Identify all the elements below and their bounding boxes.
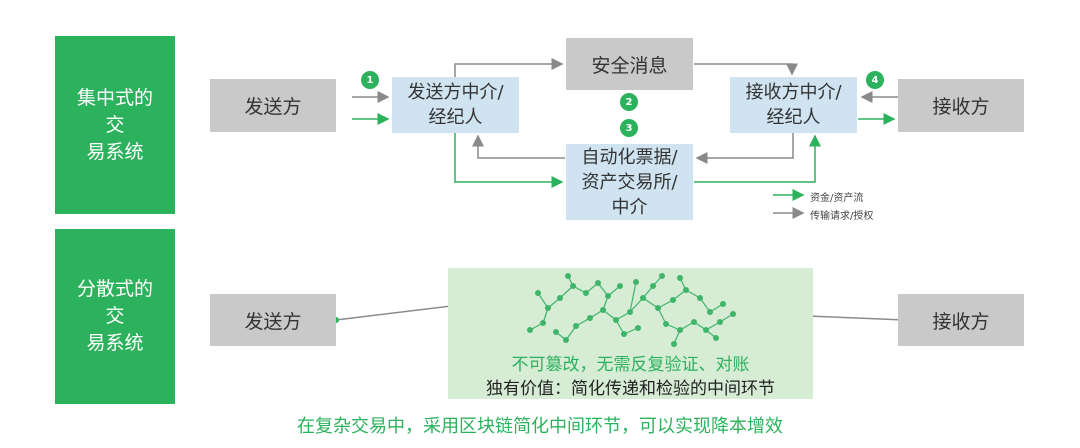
blockchain-network-panel: 不可篡改，无需反复验证、对账 独有价值：简化传递和检验的中间环节 bbox=[448, 268, 813, 399]
step-badge-4: 4 bbox=[866, 71, 884, 89]
decentralized-section-label: 分散式的交 易系统 bbox=[55, 229, 175, 404]
conclusion-text: 在复杂交易中，采用区块链简化中间环节，可以实现降本增效 bbox=[297, 416, 783, 437]
step-badge-3: 3 bbox=[620, 119, 638, 137]
asset-arrow-clearing-to-receiver-broker bbox=[694, 134, 821, 183]
request-arrow-clearing-to-sender-broker bbox=[472, 134, 565, 159]
request-arrow-security-in bbox=[454, 58, 564, 77]
unique-value-text: 独有价值：简化传递和检验的中间环节 bbox=[486, 379, 775, 399]
request-arrow-security-out bbox=[694, 63, 798, 76]
decentral-sender-box: 发送方 bbox=[210, 294, 336, 346]
asset-arrow-sender-broker-to-clearing bbox=[454, 132, 564, 188]
tamper-proof-text: 不可篡改，无需反复验证、对账 bbox=[511, 355, 750, 375]
step-badge-1: 1 bbox=[361, 71, 379, 89]
step-badge-2: 2 bbox=[620, 93, 638, 111]
security-message-box: 安全消息 bbox=[566, 38, 693, 90]
network-graph bbox=[527, 273, 736, 347]
sender-broker-box: 发送方中介/ 经纪人 bbox=[392, 77, 519, 133]
receiver-broker-box: 接收方中介/ 经纪人 bbox=[730, 77, 857, 133]
sender-box: 发送方 bbox=[210, 79, 336, 132]
request-arrow-receiver-broker-to-clearing bbox=[695, 132, 794, 164]
decentral-receiver-box: 接收方 bbox=[898, 294, 1024, 346]
legend-asset-label: 资金/资产流 bbox=[810, 193, 864, 204]
centralized-section-label: 集中式的交 易系统 bbox=[55, 36, 175, 214]
legend-request-label: 传输请求/授权 bbox=[810, 211, 874, 222]
receiver-box: 接收方 bbox=[898, 79, 1024, 132]
clearing-house-box: 自动化票据/ 资产交易所/ 中介 bbox=[566, 144, 693, 220]
